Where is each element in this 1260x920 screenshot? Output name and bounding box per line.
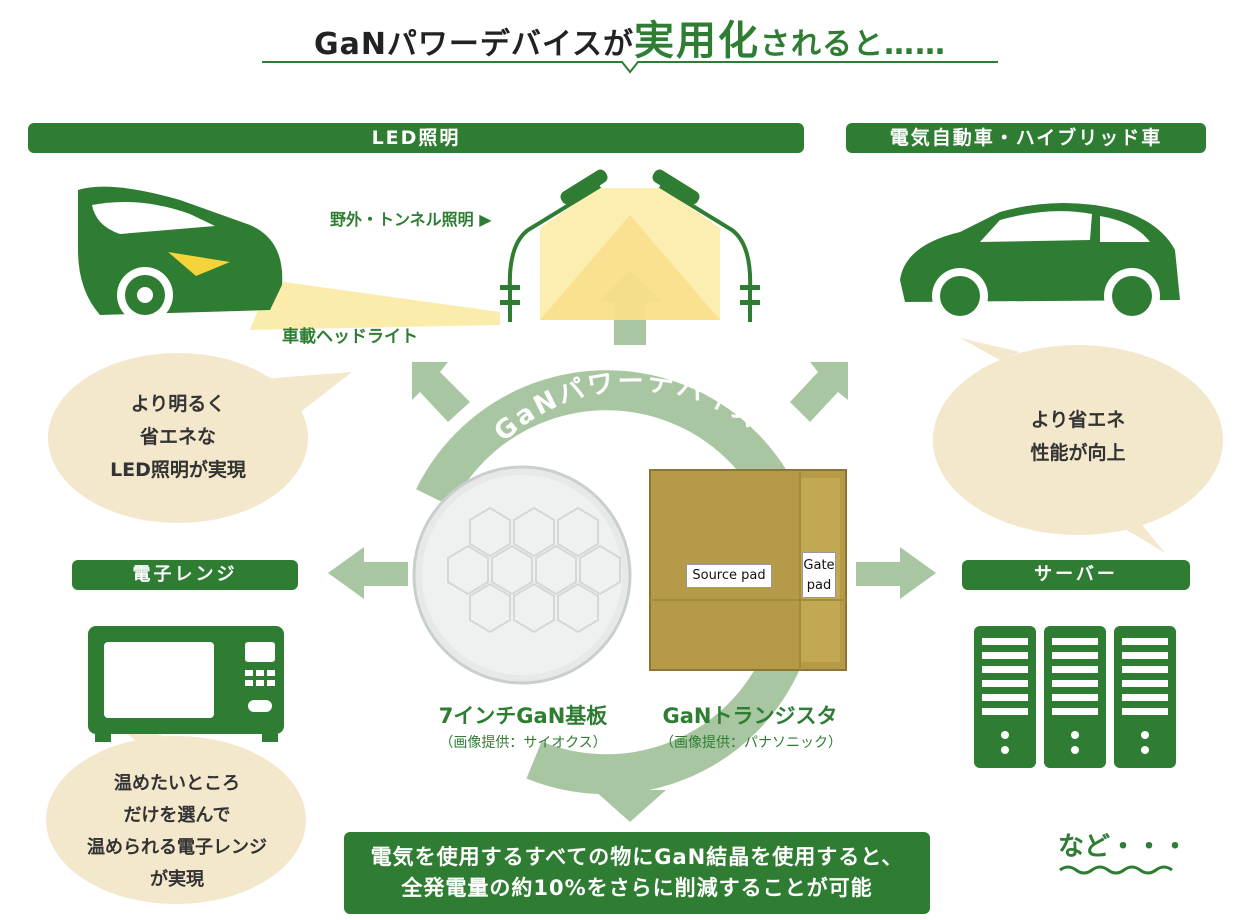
section-led-bar: LED照明 <box>28 123 804 153</box>
gan-wafer-image <box>412 465 632 685</box>
section-microwave-bar: 電子レンジ <box>72 560 298 590</box>
conclusion-line2: 全発電量の約10%をさらに削減することが可能 <box>401 876 873 900</box>
arrow-left <box>328 547 408 599</box>
etc-label: など・・・ <box>1058 832 1189 862</box>
arrow-up-left <box>412 362 470 422</box>
server-details <box>982 638 1168 754</box>
section-server-bar: サーバー <box>962 560 1190 590</box>
bubble-microwave-text: 温めたいところ だけを選んで 温められる電子レンジ が実現 <box>87 773 267 890</box>
transistor-credit: （画像提供：パナソニック） <box>660 735 842 751</box>
bubble-led-text: より明るく 省エネな LED照明が実現 <box>110 393 246 481</box>
tunnel-light-label: 野外・トンネル照明 ▶ <box>330 210 492 229</box>
arrow-up-right <box>790 362 848 422</box>
tunnel-light-illustration <box>500 169 760 322</box>
arrow-down <box>594 760 666 822</box>
title-underline <box>262 61 998 74</box>
gate-pad-label: Gate pad <box>802 552 836 598</box>
transistor-name: GaNトランジスタ <box>662 704 838 728</box>
speech-bubbles <box>46 338 1223 904</box>
conclusion-box: 電気を使用するすべての物にGaN結晶を使用すると、 全発電量の約10%をさらに削… <box>344 832 930 914</box>
title-part3: されると…… <box>760 27 947 62</box>
bubble-ev <box>933 345 1223 535</box>
etc-wave-line <box>1059 865 1173 875</box>
page-title: GaNパワーデバイスが実用化されると…… <box>0 8 1260 66</box>
car-headlight-illustration <box>78 186 500 330</box>
bubble-ev-text: より省エネ 性能が向上 <box>1030 409 1126 464</box>
ring-label: GaNパワーデバイス <box>489 366 764 448</box>
arrow-right <box>856 547 936 599</box>
wafer-name: 7インチGaN基板 <box>438 704 608 728</box>
title-part2: 実用化 <box>634 18 761 64</box>
section-ev-bar: 電気自動車・ハイブリッド車 <box>846 123 1206 153</box>
source-pad-label: Source pad <box>686 564 772 588</box>
wafer-credit: （画像提供：サイオクス） <box>439 735 607 751</box>
svg-text:GaNパワーデバイス: GaNパワーデバイス <box>489 366 767 448</box>
bubble-microwave <box>46 736 306 904</box>
title-part1: GaNパワーデバイスが <box>313 27 635 62</box>
microwave-illustration <box>88 626 284 742</box>
bubble-led <box>48 353 308 523</box>
headlight-label: 車載ヘッドライト <box>282 327 418 347</box>
car-ev-illustration <box>900 202 1180 324</box>
conclusion-line1: 電気を使用するすべての物にGaN結晶を使用すると、 <box>370 845 904 869</box>
